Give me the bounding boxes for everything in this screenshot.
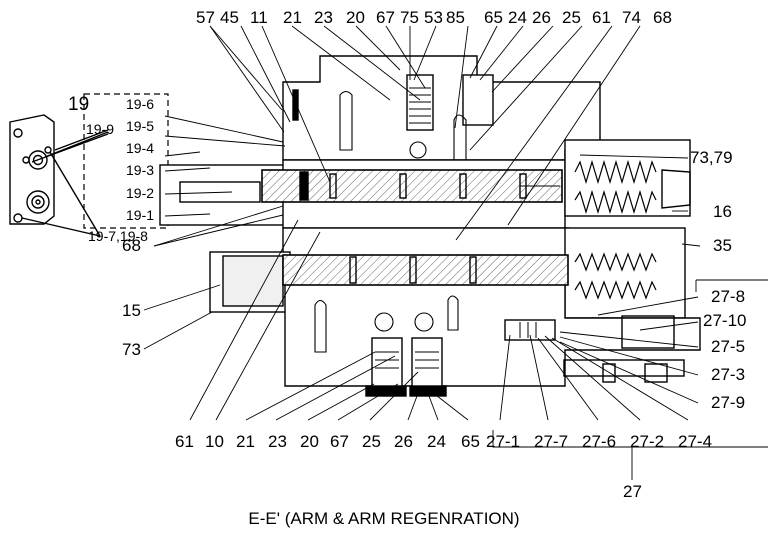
label-25-bottom: 25: [362, 432, 381, 451]
label-19-4: 19-4: [126, 140, 155, 156]
label-27-3: 27-3: [711, 365, 746, 384]
label-61-bottom: 61: [175, 432, 194, 451]
label-19-2: 19-2: [126, 185, 155, 201]
label-27-5: 27-5: [711, 337, 746, 356]
label-20: 20: [346, 8, 365, 27]
label-27-10: 27-10: [703, 311, 747, 330]
spring-upper: [574, 159, 657, 215]
label-26-bottom: 26: [394, 432, 413, 451]
label-21-bottom: 21: [236, 432, 255, 451]
label-35: 35: [713, 236, 732, 255]
label-26: 26: [532, 8, 551, 27]
label-19-7-19-8: 19-7,19-8: [88, 228, 148, 244]
label-61: 61: [592, 8, 611, 27]
label-27-9: 27-9: [711, 393, 746, 412]
label-20-bottom: 20: [300, 432, 319, 451]
label-10: 10: [205, 432, 224, 451]
label-19: 19: [68, 94, 90, 115]
label-27-group: 27: [623, 482, 642, 501]
label-27-4: 27-4: [678, 432, 713, 451]
label-23: 23: [314, 8, 333, 27]
label-85: 85: [446, 8, 465, 27]
label-27-2: 27-2: [630, 432, 665, 451]
label-19-5: 19-5: [126, 118, 155, 134]
detail-view-19: [9, 93, 169, 237]
label-57: 57: [196, 8, 215, 27]
label-25: 25: [562, 8, 581, 27]
label-73-left: 73: [122, 340, 141, 359]
label-53: 53: [424, 8, 443, 27]
label-15: 15: [122, 301, 141, 320]
label-65-bottom: 65: [461, 432, 480, 451]
label-21: 21: [283, 8, 302, 27]
label-19-9: 19-9: [86, 121, 115, 137]
label-67: 67: [376, 8, 395, 27]
label-75: 75: [400, 8, 419, 27]
label-65: 65: [484, 8, 503, 27]
label-11: 11: [250, 8, 268, 27]
label-73-79: 73,79: [690, 148, 733, 167]
label-19-6: 19-6: [126, 96, 155, 112]
arm-spool: [261, 169, 563, 203]
label-23-bottom: 23: [268, 432, 287, 451]
spring-lower: [574, 252, 657, 300]
label-19-1: 19-1: [126, 207, 155, 223]
internal-passages: [314, 90, 467, 353]
label-67-bottom: 67: [330, 432, 349, 451]
label-19-3: 19-3: [126, 162, 155, 178]
regen-spool: [282, 254, 569, 286]
label-24-bottom: 24: [427, 432, 446, 451]
label-68: 68: [653, 8, 672, 27]
label-74: 74: [622, 8, 641, 27]
leader-lines: [143, 25, 768, 480]
label-45: 45: [220, 8, 239, 27]
label-68-left: 68: [122, 236, 141, 255]
label-24: 24: [508, 8, 527, 27]
label-27-7: 27-7: [534, 432, 569, 451]
diagram-caption: E-E' (ARM & ARM REGENRATION): [248, 509, 520, 528]
label-27-1: 27-1: [486, 432, 521, 451]
label-27-6: 27-6: [582, 432, 617, 451]
label-16: 16: [713, 202, 732, 221]
label-27-8: 27-8: [711, 287, 746, 306]
